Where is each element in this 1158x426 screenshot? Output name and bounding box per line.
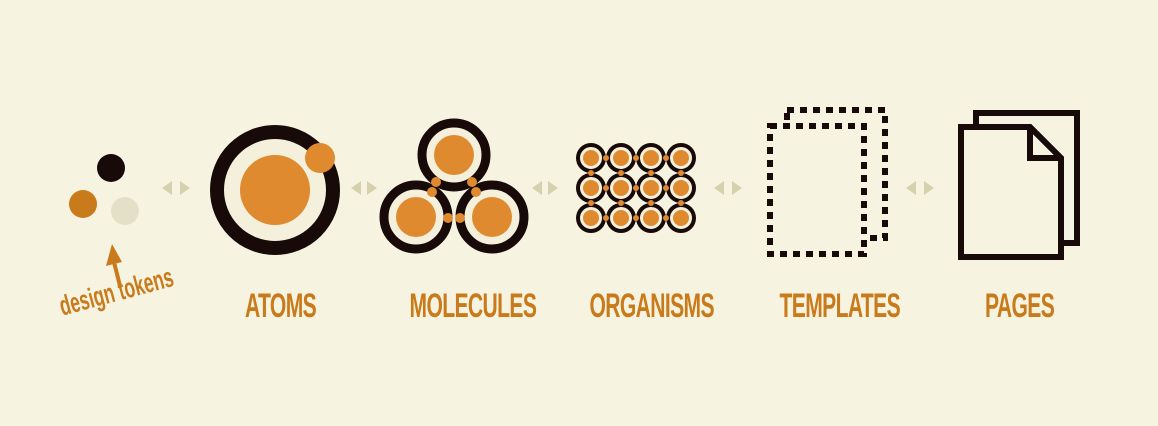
stage-label-organisms: ORGANISMS bbox=[589, 287, 715, 325]
design-tokens-icon bbox=[69, 154, 139, 225]
organism-link bbox=[618, 200, 624, 206]
organism-link bbox=[663, 155, 669, 161]
connector-arrow bbox=[351, 181, 377, 195]
organism-cell-core bbox=[583, 210, 599, 226]
organism-link bbox=[663, 215, 669, 221]
stage-label-molecules: MOLECULES bbox=[409, 287, 537, 325]
organism-link bbox=[603, 185, 609, 191]
organism-link bbox=[603, 155, 609, 161]
organism-cell-core bbox=[643, 180, 659, 196]
connector-arrow bbox=[906, 181, 934, 195]
organism-cell-core bbox=[673, 210, 689, 226]
organism-icon bbox=[576, 143, 696, 233]
atom-icon bbox=[210, 125, 340, 255]
organism-cell-core bbox=[643, 150, 659, 166]
molecule-icon bbox=[379, 118, 529, 254]
pages-icon bbox=[958, 110, 1080, 260]
template-icon bbox=[767, 107, 888, 257]
organism-cell-core bbox=[613, 210, 629, 226]
organism-cell-core bbox=[613, 180, 629, 196]
organism-cell-core bbox=[673, 150, 689, 166]
organism-link bbox=[678, 170, 684, 176]
organism-link bbox=[648, 170, 654, 176]
organism-link bbox=[603, 215, 609, 221]
stage-label-atoms: ATOMS bbox=[245, 287, 317, 325]
stage-label-pages: PAGES bbox=[985, 287, 1055, 325]
organism-link bbox=[633, 215, 639, 221]
stage-label-templates: TEMPLATES bbox=[779, 287, 901, 325]
organism-cell-core bbox=[673, 180, 689, 196]
organism-cell-core bbox=[583, 180, 599, 196]
organism-cell-core bbox=[613, 150, 629, 166]
connector-arrow bbox=[532, 181, 558, 195]
organism-link bbox=[618, 170, 624, 176]
organism-link bbox=[633, 185, 639, 191]
organism-link bbox=[648, 200, 654, 206]
design-tokens-arrow bbox=[106, 244, 122, 288]
organism-link bbox=[633, 155, 639, 161]
connector-arrow bbox=[714, 181, 742, 195]
organism-cell-core bbox=[583, 150, 599, 166]
organism-cell-core bbox=[643, 210, 659, 226]
organism-link bbox=[678, 200, 684, 206]
organism-link bbox=[663, 185, 669, 191]
connector-arrow bbox=[162, 181, 190, 195]
organism-link bbox=[588, 200, 594, 206]
organism-link bbox=[588, 170, 594, 176]
